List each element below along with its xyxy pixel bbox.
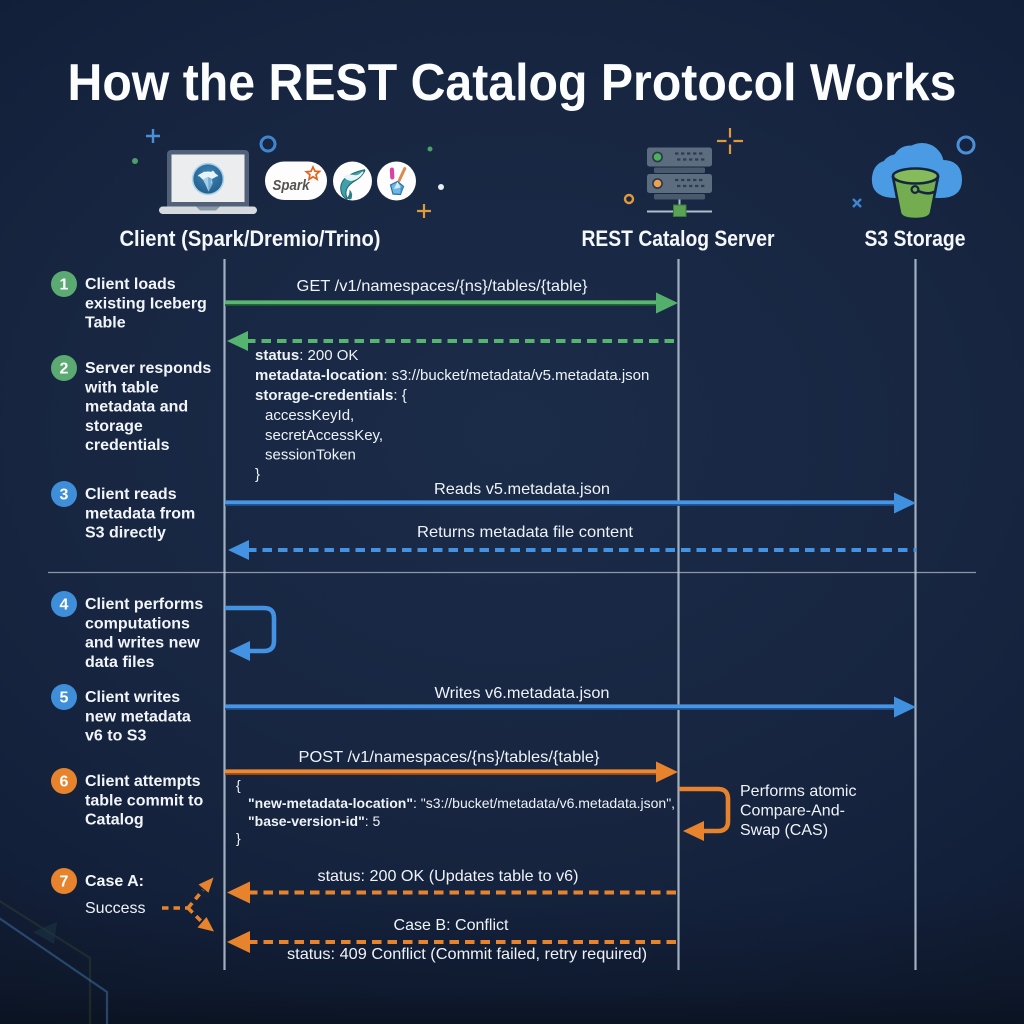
svg-text:3: 3 [60,487,69,504]
svg-text:Spark: Spark [273,177,311,194]
svg-text:Case B: Conflict: Case B: Conflict [394,917,510,934]
svg-text:status: 409 Conflict (Commit f: status: 409 Conflict (Commit failed, ret… [287,946,647,963]
svg-text:{: { [236,777,241,793]
svg-text:sessionToken: sessionToken [265,447,356,464]
svg-text:5: 5 [60,690,69,707]
svg-text:6: 6 [60,774,69,791]
svg-text:"base-version-id": 5: "base-version-id": 5 [248,813,381,829]
svg-text:Returns metadata file content: Returns metadata file content [417,524,634,541]
svg-text:How the REST Catalog Protocol: How the REST Catalog Protocol Works [68,54,957,112]
svg-text:Success: Success [85,900,145,917]
svg-text:4: 4 [60,597,69,614]
svg-text:2: 2 [60,361,69,378]
svg-text:accessKeyId,: accessKeyId, [265,407,354,424]
svg-text:}: } [236,830,241,846]
svg-text:Reads v5.metadata.json: Reads v5.metadata.json [434,481,610,498]
svg-text:7: 7 [60,874,69,891]
svg-text:Client (Spark/Dremio/Trino): Client (Spark/Dremio/Trino) [120,226,381,251]
svg-text:POST /v1/namespaces/{ns}/table: POST /v1/namespaces/{ns}/tables/{table} [299,749,601,766]
svg-text:GET /v1/namespaces/{ns}/tables: GET /v1/namespaces/{ns}/tables/{table} [297,278,589,295]
svg-text:1: 1 [60,277,69,294]
svg-text:S3 Storage: S3 Storage [865,226,966,251]
svg-text:Writes v6.metadata.json: Writes v6.metadata.json [435,685,610,702]
svg-text:status: 200 OK: status: 200 OK [255,347,358,364]
svg-text:REST Catalog Server: REST Catalog Server [582,226,775,251]
svg-text:status: 200 OK (Updates table: status: 200 OK (Updates table to v6) [318,868,579,885]
svg-text:Case A:: Case A: [85,873,144,890]
svg-text:secretAccessKey,: secretAccessKey, [265,427,383,444]
svg-text:storage-credentials: {: storage-credentials: { [255,387,407,404]
svg-text:"new-metadata-location": "s3:/: "new-metadata-location": "s3://bucket/me… [248,795,675,811]
svg-text:}: } [255,466,260,483]
svg-text:metadata-location: s3://bucket: metadata-location: s3://bucket/metadata/… [255,367,649,384]
